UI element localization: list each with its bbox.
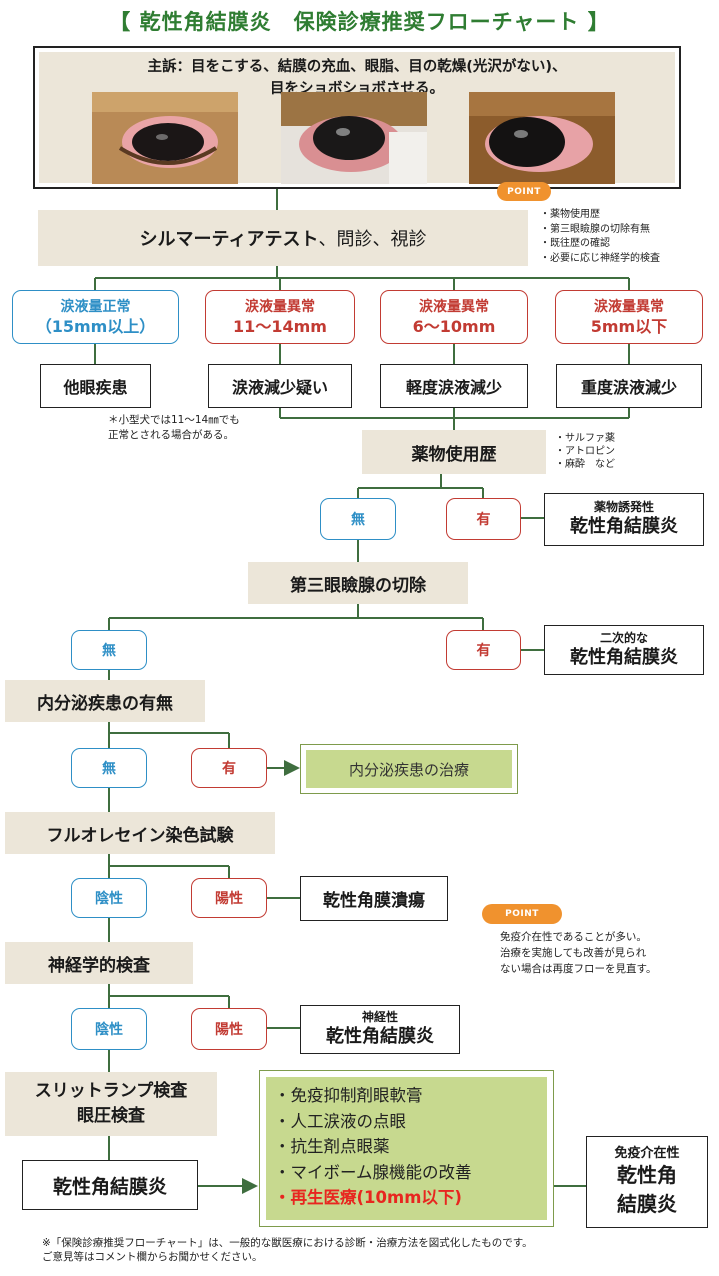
neuro-exam-box: 神経学的検査 [5, 942, 193, 984]
eye-photo-2 [281, 92, 427, 184]
point-badge-2: POINT [482, 904, 562, 924]
endocrine-no-box: 無 [71, 748, 147, 788]
chief-complaint-box: 主訴：目をこする、結膜の充血、眼脂、目の乾燥(光沢がない)、 目をショボショボさ… [33, 46, 681, 189]
diagnosis-severe-tear-decrease: 重度涙液減少 [556, 364, 702, 408]
point-notes-2: 免疫介在性であることが多い。 治療を実施しても改善が見られ ない場合は再度フロー… [500, 931, 657, 975]
tear-abnormal-6-10-box: 涙液量異常 6～10mm [380, 290, 528, 344]
dry-corneal-ulcer-box: 乾性角膜潰瘍 [300, 876, 448, 921]
diagnosis-suspected-tear-decrease: 涙液減少疑い [208, 364, 352, 408]
diagnosis-mild-tear-decrease: 軽度涙液減少 [380, 364, 528, 408]
fluorescein-negative-box: 陰性 [71, 878, 147, 918]
treatment-box: ・免疫抑制剤眼軟膏 ・人工涙液の点眼 ・抗生剤点眼薬 ・マイボーム腺機能の改善 … [259, 1070, 554, 1227]
schirmer-test-label: シルマーティアテスト [139, 229, 319, 250]
neuro-positive-box: 陽性 [191, 1008, 267, 1050]
third-eyelid-box: 第三眼瞼腺の切除 [248, 562, 468, 604]
drug-yes-box: 有 [446, 498, 521, 540]
fluorescein-positive-box: 陽性 [191, 878, 267, 918]
drug-induced-kcs-box: 薬物誘発性 乾性角結膜炎 [544, 493, 704, 546]
neuro-negative-box: 陰性 [71, 1008, 147, 1050]
drug-history-notes: ・サルファ薬 ・アトロピン ・麻酔 など [555, 433, 615, 470]
treatment-regenerative: ・再生医療(10mm以下) [274, 1188, 462, 1207]
point-badge-1: POINT [497, 182, 551, 201]
endocrine-box: 内分泌疾患の有無 [5, 680, 205, 722]
page-title: 【 乾性角結膜炎 保険診療推奨フローチャート 】 [109, 10, 610, 34]
schirmer-test-sub: 、問診、視診 [318, 229, 427, 250]
secondary-kcs-box: 二次的な 乾性角結膜炎 [544, 625, 704, 675]
drug-no-box: 無 [320, 498, 396, 540]
immune-mediated-kcs-box: 免疫介在性 乾性角 結膜炎 [586, 1136, 708, 1228]
neurogenic-kcs-box: 神経性 乾性角結膜炎 [300, 1005, 460, 1054]
schirmer-test-box: シルマーティアテスト、問診、視診 [38, 210, 528, 266]
small-dog-note: ＊小型犬では11～14㎜でも 正常とされる場合がある。 [108, 414, 240, 441]
diagnosis-other-eye-disease: 他眼疾患 [40, 364, 151, 408]
eye-photo-1 [92, 92, 238, 184]
treatment-item: ・免疫抑制剤眼軟膏 [274, 1086, 423, 1105]
footnote: ※「保険診療推奨フローチャート」は、一般的な獣医療における診断・治療方法を図式化… [42, 1237, 533, 1263]
treatment-item: ・抗生剤点眼薬 [274, 1137, 390, 1156]
eye-photo-3 [469, 92, 615, 184]
tear-abnormal-11-14-box: 涙液量異常 11～14mm [205, 290, 355, 344]
endocrine-treatment-box: 内分泌疾患の治療 [300, 744, 518, 794]
endocrine-treatment-label: 内分泌疾患の治療 [306, 750, 512, 788]
slit-lamp-box: スリットランプ検査 眼圧検査 [5, 1072, 217, 1136]
endocrine-yes-box: 有 [191, 748, 267, 788]
treatment-item: ・人工涙液の点眼 [274, 1111, 406, 1131]
fluorescein-box: フルオレセイン染色試験 [5, 812, 275, 854]
tear-normal-box: 涙液量正常 （15mm以上） [12, 290, 179, 344]
treatment-item: ・マイボーム腺機能の改善 [274, 1162, 472, 1182]
third-eyelid-no-box: 無 [71, 630, 147, 670]
tear-abnormal-5-box: 涙液量異常 5mm以下 [555, 290, 703, 344]
drug-history-box: 薬物使用歴 [362, 430, 546, 474]
final-kcs-box: 乾性角結膜炎 [22, 1160, 198, 1210]
point-notes-1: ・薬物使用歴 ・第三眼瞼腺の切除有無 ・既往歴の確認 ・必要に応じ神経学的検査 [540, 209, 660, 264]
third-eyelid-yes-box: 有 [446, 630, 521, 670]
